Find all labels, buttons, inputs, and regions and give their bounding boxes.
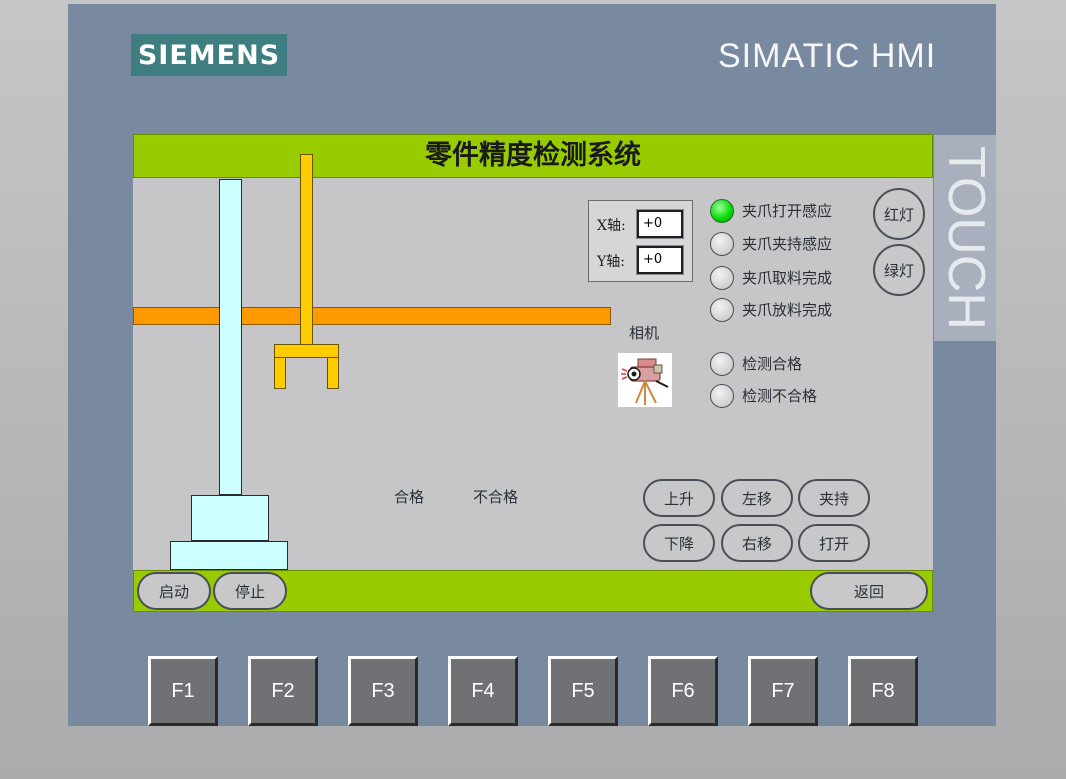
- right-move-button[interactable]: 右移: [721, 524, 793, 562]
- x-axis-field[interactable]: +0: [636, 209, 684, 239]
- touch-label: TOUCH: [937, 146, 995, 330]
- gripper-finger-left: [274, 357, 286, 389]
- camera-icon: [618, 353, 672, 407]
- camera-label: 相机: [629, 324, 660, 342]
- model-label: SIMATIC HMI: [718, 37, 937, 75]
- siemens-logo: SIEMENS: [131, 34, 287, 76]
- axis-readout: X轴: +0 Y轴: +0: [588, 200, 693, 282]
- column-base-lower: [170, 541, 288, 570]
- page-title: 零件精度检测系统: [425, 140, 641, 171]
- fail-count-label: 不合格: [473, 488, 519, 506]
- function-key-f3[interactable]: F3: [348, 656, 418, 726]
- function-key-f6[interactable]: F6: [648, 656, 718, 726]
- open-button[interactable]: 打开: [798, 524, 870, 562]
- gripper-finger-right: [327, 357, 339, 389]
- touch-strip: [934, 135, 996, 341]
- indicator-label: 检测合格: [742, 355, 803, 373]
- up-button[interactable]: 上升: [643, 479, 715, 517]
- stop-button[interactable]: 停止: [213, 572, 287, 610]
- indicator-inspect-pass: [710, 352, 734, 376]
- red-lamp-button[interactable]: 红灯: [873, 188, 925, 240]
- function-key-f4[interactable]: F4: [448, 656, 518, 726]
- x-axis-label: X轴:: [597, 218, 626, 234]
- indicator-label: 检测不合格: [742, 387, 818, 405]
- function-key-f1[interactable]: F1: [148, 656, 218, 726]
- gripper-arm: [300, 154, 313, 345]
- indicator-label: 夹爪夹持感应: [742, 235, 833, 253]
- clamp-button[interactable]: 夹持: [798, 479, 870, 517]
- function-key-f2[interactable]: F2: [248, 656, 318, 726]
- green-lamp-button[interactable]: 绿灯: [873, 244, 925, 296]
- function-key-f5[interactable]: F5: [548, 656, 618, 726]
- hmi-screen: 零件精度检测系统 X轴: +0 Y轴: +0 相机 夹爪打开感应 夹爪夹持感应 …: [133, 134, 933, 612]
- indicator-gripper-hold: [710, 232, 734, 256]
- back-button[interactable]: 返回: [810, 572, 928, 610]
- orange-rail: [133, 307, 611, 325]
- indicator-place-done: [710, 298, 734, 322]
- indicator-gripper-open: [710, 199, 734, 223]
- indicator-label: 夹爪放料完成: [742, 301, 833, 319]
- column-base-upper: [191, 495, 269, 541]
- down-button[interactable]: 下降: [643, 524, 715, 562]
- indicator-label: 夹爪取料完成: [742, 269, 833, 287]
- indicator-inspect-fail: [710, 384, 734, 408]
- function-key-f7[interactable]: F7: [748, 656, 818, 726]
- gripper-head: [274, 344, 339, 358]
- function-key-f8[interactable]: F8: [848, 656, 918, 726]
- indicator-label: 夹爪打开感应: [742, 202, 833, 220]
- y-axis-field[interactable]: +0: [636, 245, 684, 275]
- start-button[interactable]: 启动: [137, 572, 211, 610]
- vertical-column: [219, 179, 242, 495]
- indicator-pick-done: [710, 266, 734, 290]
- y-axis-label: Y轴:: [597, 254, 625, 270]
- left-move-button[interactable]: 左移: [721, 479, 793, 517]
- pass-count-label: 合格: [394, 488, 425, 506]
- title-bar: [133, 134, 933, 178]
